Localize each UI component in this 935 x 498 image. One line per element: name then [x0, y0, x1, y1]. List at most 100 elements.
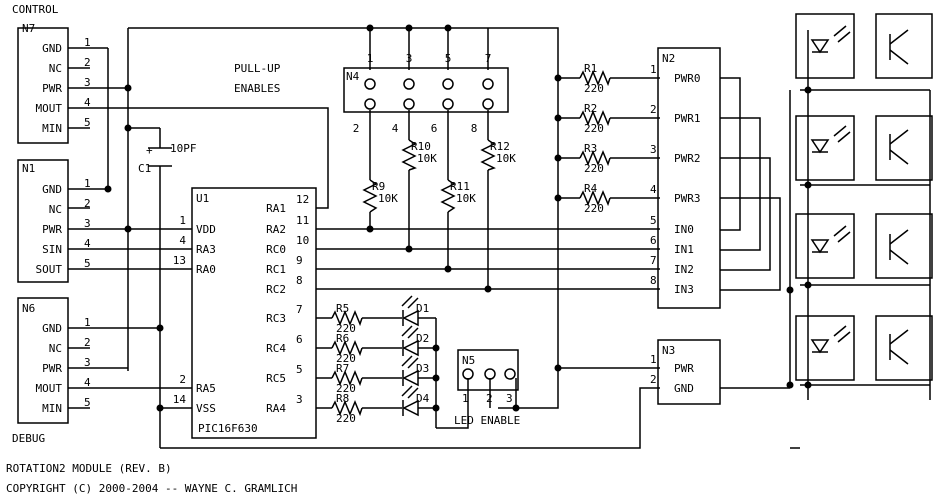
led-resistor-value: 220: [336, 322, 356, 335]
ic-u1-left-pin-num: 13: [173, 254, 186, 267]
connector-n2-pin-name: IN0: [674, 223, 694, 236]
jumper-n4-top-pin-num: 1: [367, 52, 374, 65]
led-resistor-value: 220: [336, 352, 356, 365]
ic-u1-right-pin-name: RC5: [266, 372, 286, 385]
capacitor-c1-value: 10PF: [170, 142, 197, 155]
connector-n2-pin-num: 4: [650, 183, 657, 196]
led-resistor-ref: R6: [336, 332, 349, 345]
led-resistor-value: 220: [336, 412, 356, 425]
ic-u1-box: [191, 187, 317, 439]
jumper-n5-title: LED ENABLE: [454, 414, 520, 427]
connector-n7-pin-name: PWR: [42, 82, 62, 95]
connector-n3-pin-num: 1: [650, 353, 657, 366]
connector-n3-ref: N3: [662, 344, 675, 357]
connector-n7-pin-name: GND: [42, 42, 62, 55]
connector-n1-pin-name: PWR: [42, 223, 62, 236]
capacitor-c1: [148, 147, 172, 167]
jumper-n5-ref: N5: [462, 354, 475, 367]
ic-u1-right-pin-num: 12: [296, 193, 309, 206]
connector-n7-pin-name: MIN: [42, 122, 62, 135]
connector-n3-box: [657, 339, 721, 405]
jumper-n4-pins: [364, 78, 494, 110]
jumper-n4-top-pin-num: 3: [406, 52, 413, 65]
connector-n2-box: [657, 47, 721, 309]
ic-u1-right-pin-name: RC0: [266, 243, 286, 256]
led-ref: D2: [416, 332, 429, 345]
ic-u1-right-pin-num: 3: [296, 393, 303, 406]
connector-n1-pin-num: 2: [84, 197, 91, 210]
connector-n6-ref: N6: [22, 302, 35, 315]
led-ref: D3: [416, 362, 429, 375]
series-resistor-ref: R2: [584, 102, 597, 115]
connector-n1-pin-name: SIN: [42, 243, 62, 256]
pullup-resistor-value: 10K: [496, 152, 516, 165]
jumper-n4-bottom-pin-num: 4: [392, 122, 399, 135]
jumper-n5-pin-num: 2: [486, 392, 493, 405]
connector-n1-pin-name: NC: [49, 203, 62, 216]
ic-u1-left-pin-name: RA0: [196, 263, 216, 276]
connector-n3-pin-num: 2: [650, 373, 657, 386]
connector-n7-pin-num: 4: [84, 96, 91, 109]
connector-n2-pin-num: 3: [650, 143, 657, 156]
capacitor-c1-plus: +: [146, 144, 153, 157]
connector-n1-pin-name: SOUT: [36, 263, 63, 276]
connector-n2-pin-name: PWR3: [674, 192, 701, 205]
connector-n1-box: [17, 159, 69, 283]
ic-u1-right-pin-num: 11: [296, 214, 309, 227]
ic-u1-left-pin-name: RA3: [196, 243, 216, 256]
ic-u1-left-pin-num: 1: [179, 214, 186, 227]
series-resistor-value: 220: [584, 122, 604, 135]
ic-u1-left-pin-num: 14: [173, 393, 187, 406]
capacitor-c1-ref: C1: [138, 162, 151, 175]
led-ref: D1: [416, 302, 429, 315]
connector-n7-pin-num: 3: [84, 76, 91, 89]
connector-n1-ref: N1: [22, 162, 35, 175]
jumper-n5-pin-num: 3: [506, 392, 513, 405]
connector-n2-pin-num: 8: [650, 274, 657, 287]
connector-n1-pin-num: 3: [84, 217, 91, 230]
ic-u1-left-pin-num: 4: [179, 234, 186, 247]
series-resistor-value: 220: [584, 162, 604, 175]
ic-u1-right-pin-num: 9: [296, 254, 303, 267]
connector-n6-pin-num: 5: [84, 396, 91, 409]
series-resistors: [331, 70, 611, 417]
ic-u1-left-pin-num: 2: [179, 373, 186, 386]
connector-n6-title: DEBUG: [12, 432, 45, 445]
connector-n2-pin-name: PWR0: [674, 72, 701, 85]
series-resistor-value: 220: [584, 82, 604, 95]
pullup-resistor-ref: R10: [411, 140, 431, 153]
ic-u1-right-pin-num: 8: [296, 274, 303, 287]
jumper-n4-title-line1: PULL-UP: [234, 62, 281, 75]
ic-u1-right-pin-name: RC4: [266, 342, 286, 355]
ic-u1-right-pin-num: 7: [296, 303, 303, 316]
connector-n6-pin-name: PWR: [42, 362, 62, 375]
connector-n3-pin-name: PWR: [674, 362, 694, 375]
connector-n6-pin-name: MIN: [42, 402, 62, 415]
ic-u1-part: PIC16F630: [198, 422, 258, 435]
connector-n7-title: CONTROL: [12, 3, 59, 16]
ic-u1-right-pin-name: RC2: [266, 283, 286, 296]
connector-n7-pin-num: 1: [84, 36, 91, 49]
jumper-n5-box: [457, 349, 519, 391]
ic-u1-right-pin-name: RA2: [266, 223, 286, 236]
ic-u1-left-pin-name: RA5: [196, 382, 216, 395]
pullup-resistor-ref: R12: [490, 140, 510, 153]
jumper-n4-ref: N4: [346, 70, 360, 83]
ic-u1-right-pin-name: RA4: [266, 402, 286, 415]
series-resistor-ref: R1: [584, 62, 597, 75]
connector-n2-pin-name: PWR1: [674, 112, 701, 125]
connector-n6-pin-name: NC: [49, 342, 62, 355]
ic-u1-right-pin-name: RC3: [266, 312, 286, 325]
junction-dots: [104, 24, 812, 412]
connector-n6-pin-num: 1: [84, 316, 91, 329]
ic-u1-right-pin-num: 5: [296, 363, 303, 376]
led-resistor-ref: R7: [336, 362, 349, 375]
connector-n7-pin-name: NC: [49, 62, 62, 75]
connector-n2-pin-name: IN1: [674, 243, 694, 256]
connector-n6-pin-name: GND: [42, 322, 62, 335]
jumper-n4-bottom-pin-num: 2: [353, 122, 360, 135]
connector-n7-pin-name: MOUT: [36, 102, 63, 115]
footer-copyright: COPYRIGHT (C) 2000-2004 -- WAYNE C. GRAM…: [6, 482, 297, 495]
connector-n2-pin-num: 2: [650, 103, 657, 116]
